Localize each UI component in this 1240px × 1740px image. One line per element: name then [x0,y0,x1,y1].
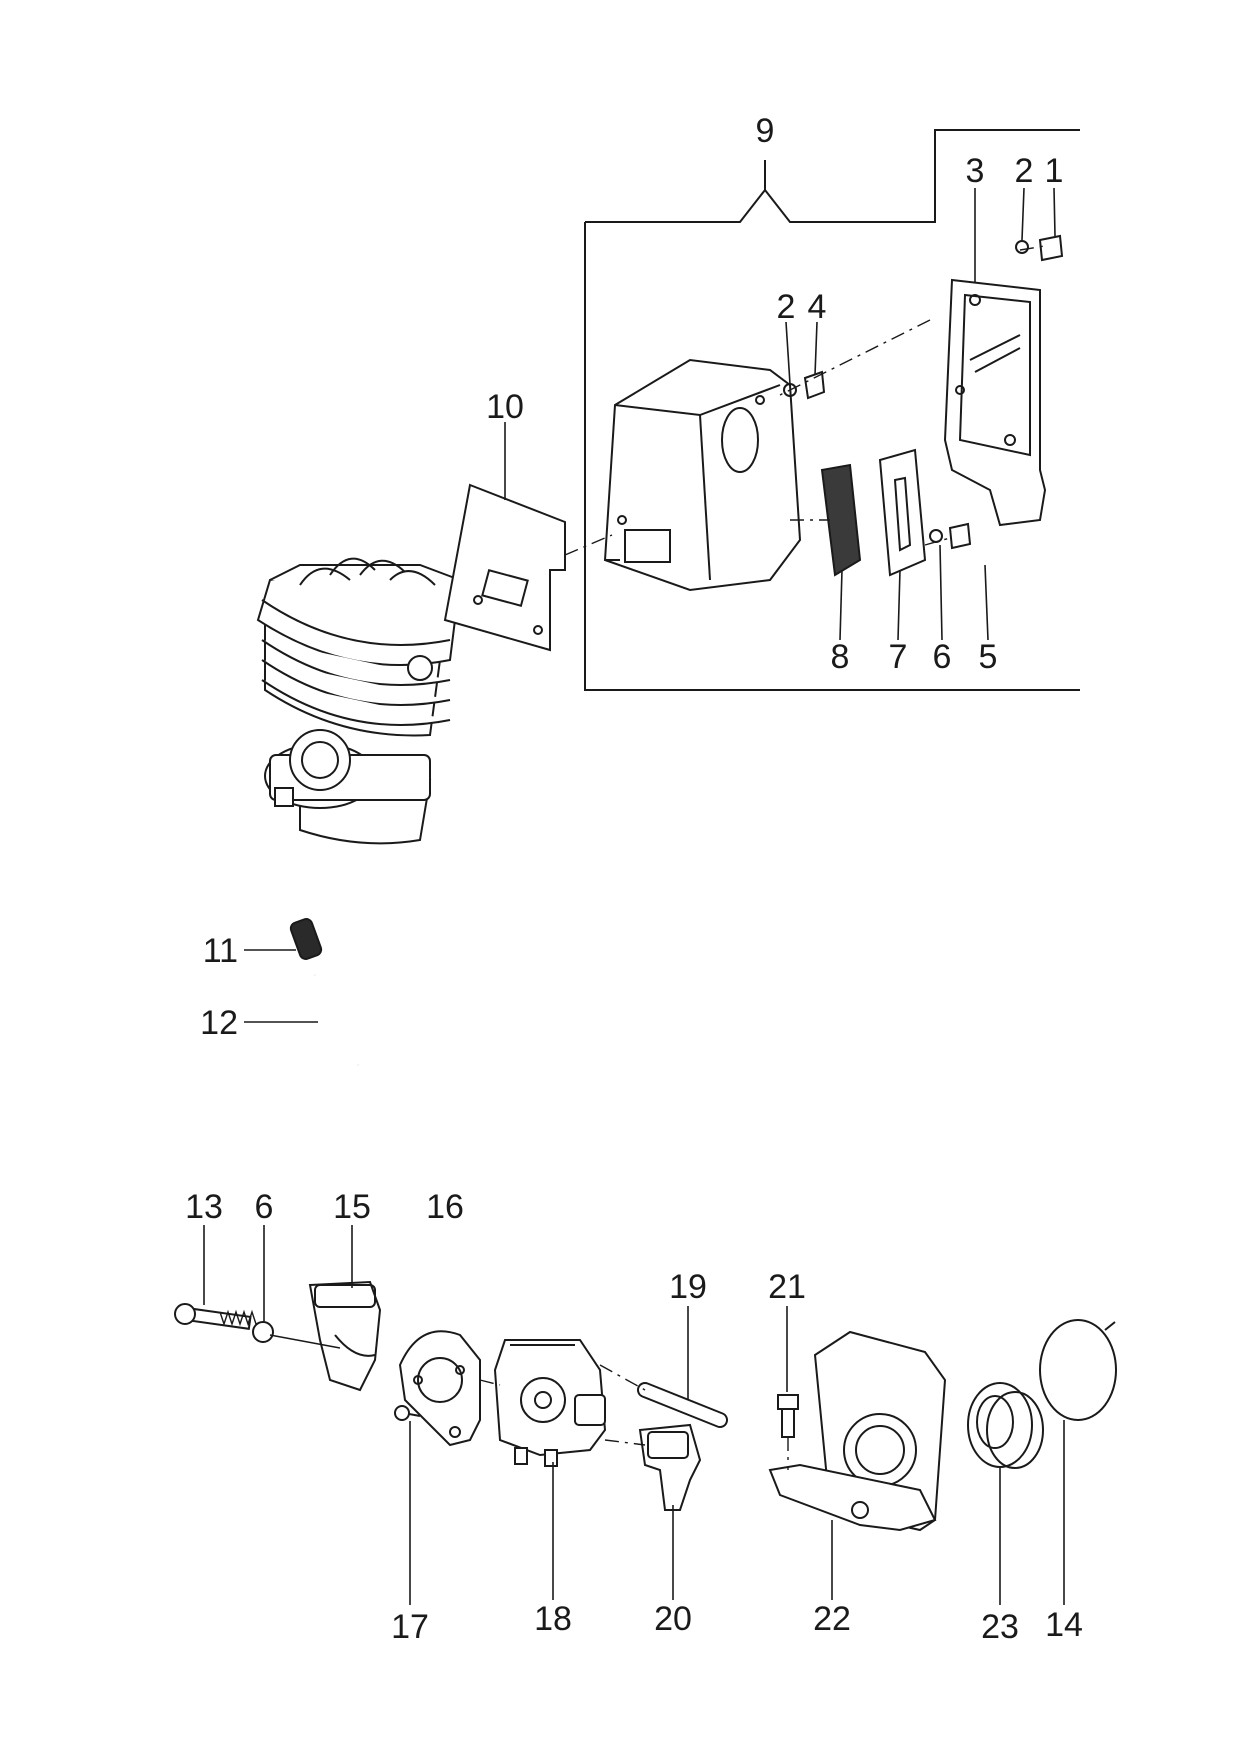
callout-18: 18 [534,1600,572,1638]
callout-11: 11 [203,932,238,970]
part-23-flange [967,1382,1044,1469]
part-6-washer [252,1321,274,1343]
part-15-intake-manifold [308,1280,382,1392]
part-3-muffler-cover [943,278,1047,527]
muffler-screws-washers [783,234,1064,550]
part-19-fuel-line [637,1382,728,1428]
callout-12: 12 [200,1004,238,1042]
callout-3: 3 [966,152,985,190]
callout-6-top: 6 [933,638,952,676]
part-18-carburetor [493,1339,607,1467]
callout-14: 14 [1045,1606,1083,1644]
cylinder [256,557,462,845]
muffler-body [603,358,802,592]
callout-2-mid: 2 [777,288,796,326]
callout-13: 13 [185,1188,223,1226]
callout-23: 23 [981,1608,1019,1646]
callout-1: 1 [1045,152,1064,190]
leader-lines [203,187,1065,1605]
callout-labels: 1 2 3 2 4 5 6 7 8 9 10 11 12 13 6 15 16 … [185,112,1083,1646]
part-8-spark-screen [820,463,862,577]
muffler-assembly-frame [584,129,1080,691]
part-21-screw [777,1394,799,1438]
muffler-assembly-lines [564,245,1046,556]
callout-8: 8 [831,638,850,676]
callout-6-bottom: 6 [255,1188,274,1226]
callout-19: 19 [669,1268,707,1306]
part-11-spring [289,918,323,960]
callout-2-top: 2 [1015,152,1034,190]
callout-7: 7 [889,638,908,676]
part-20-impulse-adapter [638,1423,702,1511]
part-16-gasket [398,1330,481,1447]
callout-17: 17 [391,1608,429,1646]
callout-9: 9 [756,112,775,150]
part-13-bolt-spring [174,1303,257,1330]
callout-20: 20 [654,1600,692,1638]
part-17-screw [394,1405,421,1421]
part-12-pin [310,972,363,1068]
part-7-deflector-plate [878,448,927,577]
callout-4: 4 [808,288,827,326]
intake-assembly-lines [269,1334,789,1470]
part-10-gasket [443,483,566,652]
callout-21: 21 [768,1268,806,1306]
callout-16: 16 [426,1188,464,1226]
callout-10: 10 [486,388,524,426]
callout-5: 5 [979,638,998,676]
part-14-clamp-ring [1039,1319,1117,1421]
callout-22: 22 [813,1600,851,1638]
part-22-air-filter-base [768,1330,947,1532]
callout-15: 15 [333,1188,371,1226]
